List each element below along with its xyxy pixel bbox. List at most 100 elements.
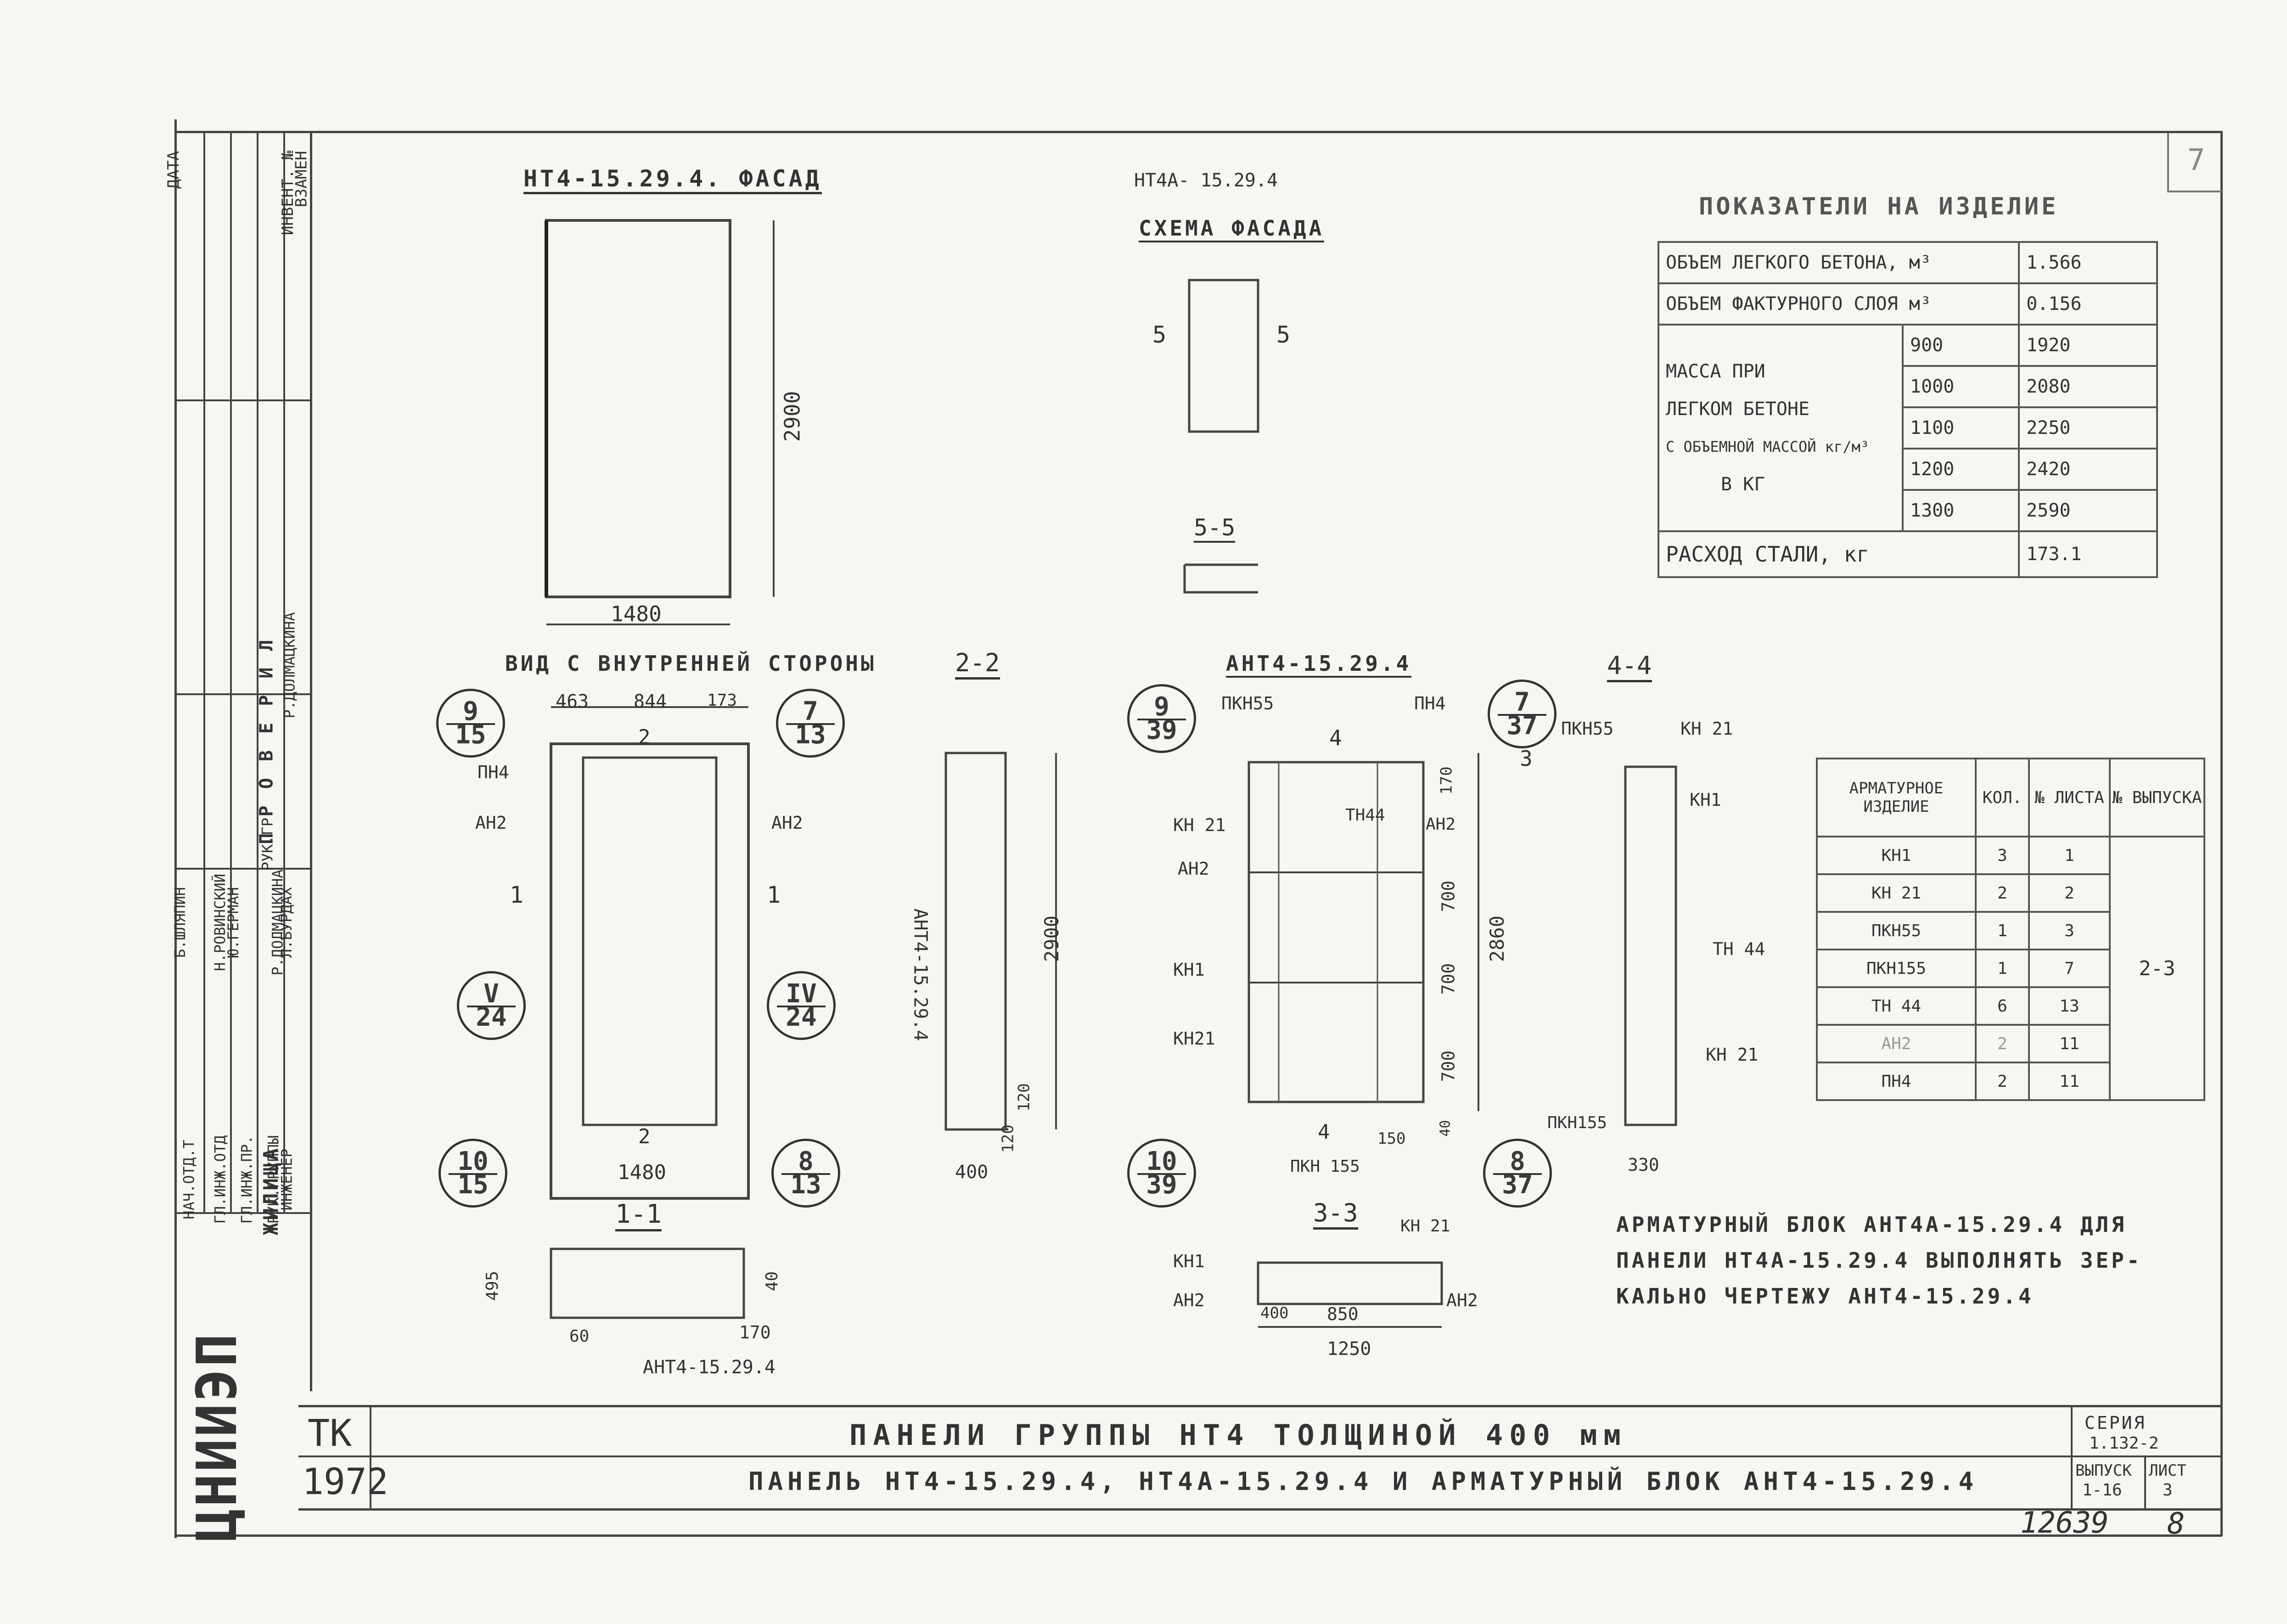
inner-dim: 463 <box>556 691 589 712</box>
inner-label-an2-left: АН2 <box>475 813 507 833</box>
section-3-3-profile <box>1257 1261 1443 1305</box>
rebar-col-header: КОЛ. <box>1975 758 2030 837</box>
block-label: КН 21 <box>1173 815 1226 835</box>
rebar-release: 2-3 <box>2109 836 2205 1101</box>
stamp-role: ГЛ.ИНЖ.ОТД <box>211 1135 229 1224</box>
table-row: ТН 44 6 13 <box>1816 986 2204 1026</box>
section-1-1-label: АНТ4-15.29.4 <box>643 1357 775 1378</box>
stamp-name: Ю.ГЕРМАН <box>225 887 242 958</box>
block-dim: 4 <box>1329 725 1342 750</box>
inner-cut2-bottom: 2 <box>638 1125 651 1148</box>
inner-width-dim: 1480 <box>618 1161 666 1184</box>
scheme-title: СХЕМА ФАСАДА <box>1139 216 1325 242</box>
stamp-org-sub: ЖИЛИЩА <box>259 1146 283 1235</box>
scheme-panel <box>1188 279 1259 433</box>
mass-density: 1300 <box>1901 489 2020 532</box>
section-2-2-height: 2900 <box>1040 915 1063 962</box>
scheme-section-profile <box>1183 563 1258 594</box>
mass-value: 2080 <box>2018 365 2158 408</box>
frame-left <box>174 119 177 1538</box>
org-logo-text: ЦНИИЭП <box>185 1332 250 1542</box>
sheet-number-box: 7 <box>2167 133 2222 192</box>
block-label: ПКН55 <box>1221 693 1274 714</box>
indicator-label: ОБЪЕМ ЛЕГКОГО БЕТОНА, м³ <box>1657 241 2020 284</box>
title-line-2: ПАНЕЛЬ НТ4-15.29.4, НТ4А-15.29.4 И АРМАТ… <box>748 1467 1978 1496</box>
block-label: АН2 <box>1426 815 1456 834</box>
issue-label: ВЫПУСК <box>2075 1461 2132 1480</box>
side-stamp: ДАТА ИНВЕНТ. № ВЗАМЕН НАЧ.ОТД.Т ГЛ.ИНЖ.О… <box>164 133 312 1391</box>
block-title: АНТ4-15.29.4 <box>1226 651 1412 678</box>
facade-drawing <box>545 219 775 625</box>
inner-view-drawing <box>550 706 750 1200</box>
steel-label: РАСХОД СТАЛИ, кг <box>1657 530 2020 578</box>
table-row: ПКН155 1 7 <box>1816 949 2204 988</box>
series-label: СЕРИЯ <box>2085 1413 2147 1433</box>
section-1-1-dim: 495 <box>483 1270 502 1301</box>
indicators-table: ОБЪЕМ ЛЕГКОГО БЕТОНА, м³ 1.566 ОБЪЕМ ФАК… <box>1657 241 2158 578</box>
block-dim: 170 <box>1437 766 1456 795</box>
indicator-value: 0.156 <box>2018 282 2158 326</box>
block-label: КН21 <box>1173 1028 1215 1049</box>
section-3-3-dim: 850 <box>1327 1304 1359 1324</box>
stamp-corner-replace: ВЗАМЕН <box>292 151 311 208</box>
facade-height-dim: 2900 <box>780 391 805 442</box>
section-2-2-dim: 120 <box>999 1124 1017 1153</box>
block-cage <box>1247 761 1425 1103</box>
section-3-3-dim: 1250 <box>1327 1338 1371 1360</box>
stamp-check-role: РУК.ГР. <box>258 809 276 871</box>
section-4-4-label: ПКН55 <box>1561 719 1614 739</box>
title-block: ТК 1972 ПАНЕЛИ ГРУППЫ НТ4 ТОЛЩИНОЙ 400 м… <box>298 1405 2221 1511</box>
facade-title: НТ4-15.29.4. ФАСАД <box>523 165 822 194</box>
facade-panel <box>545 219 731 598</box>
indicator-label: ОБЪЕМ ФАКТУРНОГО СЛОЯ м³ <box>1657 282 2020 326</box>
section-1-1-dim: 40 <box>763 1271 782 1292</box>
block-dim: 40 <box>1437 1120 1454 1137</box>
stamp-check-name: Р.ДОЛМАЦКИНА <box>281 612 298 719</box>
inner-dim: 173 <box>707 691 737 710</box>
mass-label: МАССА ПРИ ЛЕГКОМ БЕТОНЕ С ОБЪЕМНОЙ МАССО… <box>1658 324 1904 532</box>
rebar-col-header: АРМАТУРНОЕ ИЗДЕЛИЕ <box>1816 758 1977 837</box>
section-4-4-title: 4-4 <box>1607 651 1652 682</box>
inventory-number: 12639 <box>2020 1506 2109 1540</box>
section-4-4-label: КН 21 <box>1706 1045 1759 1065</box>
section-2-2-profile <box>944 752 1007 1131</box>
inner-view-panel <box>550 742 750 1200</box>
section-3-3-label: АН2 <box>1446 1290 1478 1310</box>
section-2-2-drawing <box>944 752 1057 1131</box>
table-row: ПН4 2 11 <box>1816 1062 2204 1101</box>
note-line: КАЛЬНО ЧЕРТЕЖУ АНТ4-15.29.4 <box>1616 1284 2034 1309</box>
inner-cut1-right: 1 <box>767 882 781 908</box>
section-3-3-dim: 400 <box>1260 1304 1289 1322</box>
block-label: АН2 <box>1178 859 1209 879</box>
year-label: 1972 <box>302 1461 388 1503</box>
block-label: ТН44 <box>1345 806 1385 825</box>
inner-label-an2-right: АН2 <box>771 813 803 833</box>
indicators-title: ПОКАЗАТЕЛИ НА ИЗДЕЛИЕ <box>1699 193 2059 220</box>
section-4-4-label: КН1 <box>1690 790 1721 810</box>
indicator-value: 1.566 <box>2018 241 2158 284</box>
stamp-role: ГЛ.ИНЖ.ПР. <box>238 1135 256 1224</box>
section-3-3-label: КН 21 <box>1400 1217 1450 1236</box>
inner-view-opening <box>582 756 718 1126</box>
note-line: ПАНЕЛИ НТ4А-15.29.4 ВЫПОЛНЯТЬ ЗЕР- <box>1616 1248 2142 1273</box>
table-row: ПКН55 1 3 <box>1816 911 2204 950</box>
org-logo: ЦНИИЭП <box>181 1332 259 1542</box>
block-dim: 150 <box>1377 1129 1406 1148</box>
section-1-1-title: 1-1 <box>615 1199 662 1231</box>
facade-width-dim: 1480 <box>611 601 662 626</box>
mass-density: 1000 <box>1901 365 2020 408</box>
stamp-corner-date: ДАТА <box>164 151 183 189</box>
section-4-4-label: КН 21 <box>1680 719 1733 739</box>
stamp-name: Л.БУРДАХ <box>278 887 296 958</box>
section-4-4-profile <box>1624 765 1677 1126</box>
frame-bottom <box>174 1534 2222 1537</box>
section-1-1-profile <box>550 1248 745 1319</box>
table-row: АН2 2 11 <box>1816 1024 2204 1063</box>
note-line: АРМАТУРНЫЙ БЛОК АНТ4А-15.29.4 ДЛЯ <box>1616 1212 2127 1237</box>
scheme-drawing <box>1183 279 1259 594</box>
